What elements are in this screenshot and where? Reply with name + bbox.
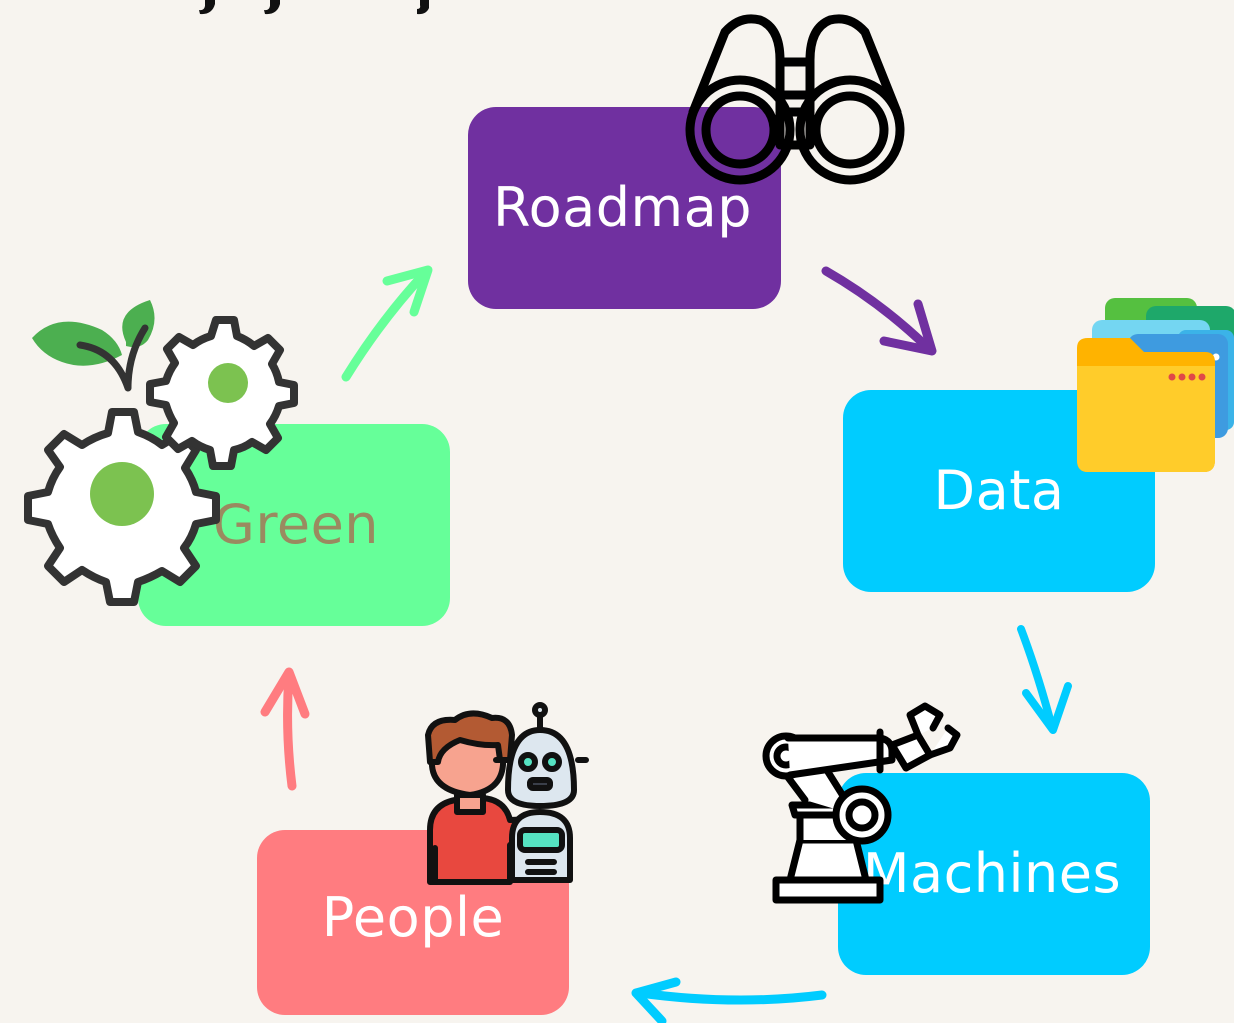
node-green: Green — [138, 424, 450, 626]
node-green-label: Green — [212, 493, 380, 556]
edge-people-to-green — [260, 667, 310, 791]
edge-data-to-machines — [1017, 625, 1072, 734]
edge-roadmap-to-data — [821, 266, 937, 356]
node-data-label: Data — [933, 459, 1065, 522]
node-machines-label: Machines — [862, 842, 1122, 905]
node-data: Data — [843, 390, 1155, 592]
node-roadmap-label: Roadmap — [493, 176, 752, 239]
node-roadmap: Roadmap — [468, 107, 781, 309]
edge-green-to-roadmap — [341, 265, 433, 382]
node-machines: Machines — [838, 773, 1150, 975]
node-people-label: People — [321, 885, 505, 949]
edge-machines-to-people — [631, 977, 827, 1023]
page-title-clipped — [0, 0, 600, 20]
node-people: People — [257, 830, 569, 1015]
